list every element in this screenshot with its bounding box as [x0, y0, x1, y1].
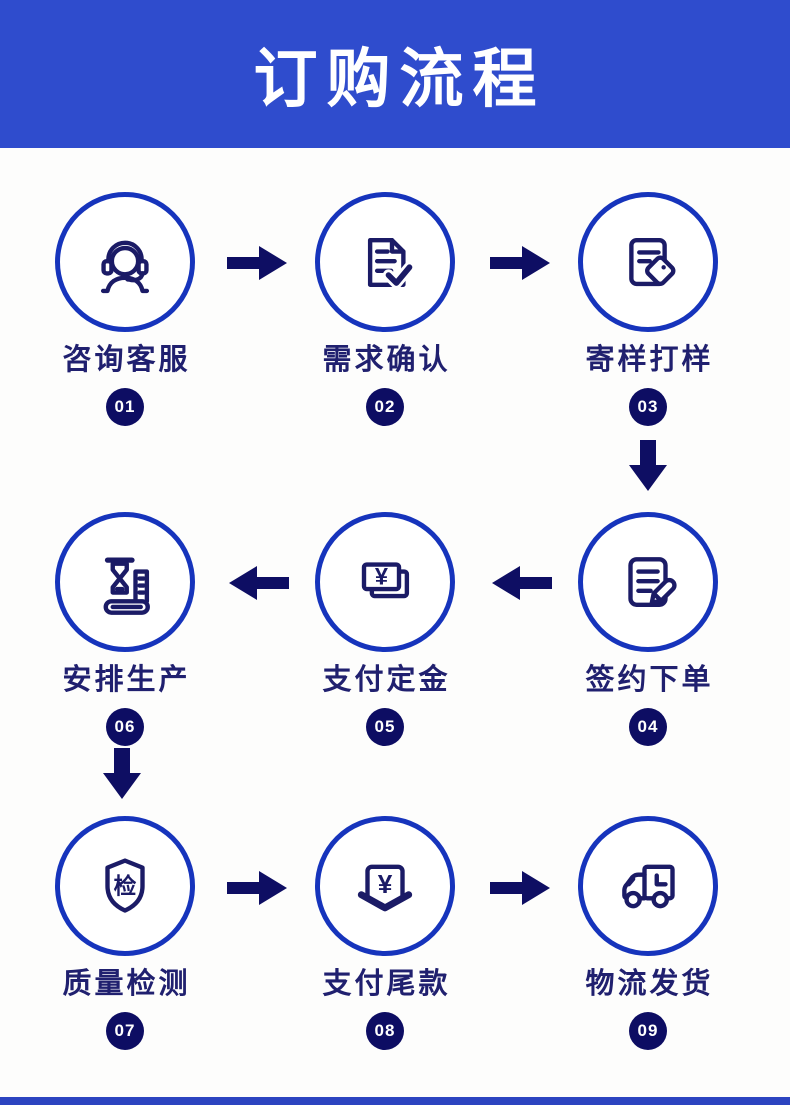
step-02: 需求确认 02 — [285, 192, 485, 426]
arrow-right-01-02-icon — [227, 246, 287, 280]
document-check-icon — [367, 237, 416, 289]
document-pencil-icon — [628, 557, 677, 607]
step-01-circle — [55, 192, 195, 332]
footer-divider-bar — [0, 1097, 790, 1105]
step-06-label: 安排生产 — [62, 664, 191, 696]
step-08-circle: ¥ — [315, 816, 455, 956]
step-09: 物流发货 09 — [548, 816, 748, 1050]
yuan-symbol: ¥ — [375, 565, 389, 591]
step-05-circle: ¥ — [315, 512, 455, 652]
step-04: 签约下单 04 — [548, 512, 748, 746]
step-02-label: 需求确认 — [322, 344, 451, 376]
step-05-label: 支付定金 — [322, 664, 451, 696]
step-06: 安排生产 06 — [25, 512, 225, 746]
arrow-down-06-07-icon — [103, 748, 141, 799]
step-03-label: 寄样打样 — [585, 344, 714, 376]
step-09-number-badge: 09 — [629, 1011, 667, 1050]
step-08-label: 支付尾款 — [322, 968, 451, 1000]
step-06-circle — [55, 512, 195, 652]
arrow-right-08-09-icon — [490, 871, 550, 905]
arrow-left-05-06-icon — [229, 566, 289, 600]
arrow-right-07-08-icon — [227, 871, 287, 905]
banknotes-yuan-icon: ¥ — [361, 562, 410, 599]
step-01-number-badge: 01 — [106, 387, 144, 426]
document-tag-icon — [629, 237, 676, 287]
step-06-number-badge: 06 — [106, 707, 144, 746]
step-07: 检 质量检测 07 — [25, 816, 225, 1050]
step-04-label: 签约下单 — [585, 664, 714, 696]
yuan-insert-icon: ¥ — [357, 864, 413, 912]
yuan-symbol: ¥ — [378, 869, 393, 899]
step-05-number-badge: 05 — [366, 707, 404, 746]
step-02-number-badge: 02 — [366, 387, 404, 426]
hourglass-production-icon — [103, 557, 150, 615]
inspect-character: 检 — [114, 873, 137, 899]
arrow-down-03-04-icon — [629, 440, 667, 491]
step-01: 咨询客服 01 — [25, 192, 225, 426]
step-02-circle — [315, 192, 455, 332]
step-04-circle — [578, 512, 718, 652]
step-09-circle — [578, 816, 718, 956]
step-03: 寄样打样 03 — [548, 192, 748, 426]
shield-inspect-icon: 检 — [105, 858, 145, 913]
step-05: ¥ 支付定金 05 — [285, 512, 485, 746]
headset-agent-icon — [100, 240, 150, 294]
step-03-circle — [578, 192, 718, 332]
step-01-label: 咨询客服 — [62, 344, 191, 376]
arrow-right-02-03-icon — [490, 246, 550, 280]
delivery-truck-icon — [622, 864, 675, 909]
arrow-left-04-05-icon — [492, 566, 552, 600]
step-07-number-badge: 07 — [106, 1011, 144, 1050]
step-08-number-badge: 08 — [366, 1011, 404, 1050]
page-title: 订购流程 — [253, 43, 546, 115]
step-08: ¥ 支付尾款 08 — [285, 816, 485, 1050]
step-04-number-badge: 04 — [629, 707, 667, 746]
step-07-label: 质量检测 — [62, 968, 191, 1000]
header-banner: 订购流程 — [0, 0, 790, 148]
step-09-label: 物流发货 — [585, 968, 714, 1000]
step-07-circle: 检 — [55, 816, 195, 956]
step-03-number-badge: 03 — [629, 387, 667, 426]
